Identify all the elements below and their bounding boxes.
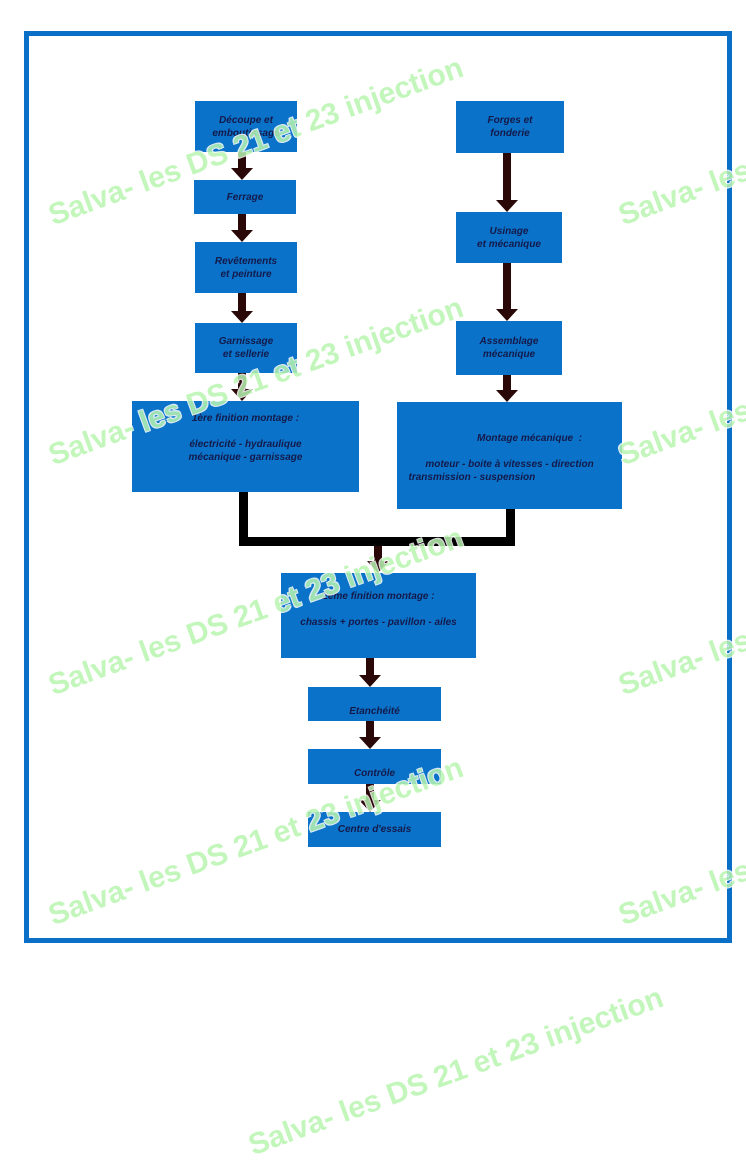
step-revetements: Revêtements et peinture xyxy=(195,242,297,293)
step-forges: Forges et fonderie xyxy=(456,101,564,153)
step-label: Forges et xyxy=(487,115,533,126)
step-label: mécanique - garnissage xyxy=(188,451,303,463)
step-label: Assemblage xyxy=(479,336,539,347)
step-label: Usinage xyxy=(489,225,529,237)
step-label: et sellerie xyxy=(222,349,270,360)
step-decoupe: Découpe et emboutissage xyxy=(195,101,297,152)
diagram-frame xyxy=(24,31,732,943)
step-label: Centre d'essais xyxy=(337,824,412,835)
step-label: Ferrage xyxy=(226,191,264,203)
connector-line xyxy=(239,537,515,546)
step-title: 1ère finition montage : xyxy=(191,412,300,424)
step-label: et peinture xyxy=(220,268,272,280)
watermark: Salva- les DS 21 et 23 injection xyxy=(244,981,668,1163)
step-second-finish: 2ème finition montage : chassis + portes… xyxy=(281,573,476,658)
step-title: 2ème finition montage : xyxy=(322,591,435,602)
step-label: Garnissage xyxy=(218,336,274,347)
step-assemblage: Assemblage mécanique xyxy=(456,321,562,375)
step-usinage: Usinage et mécanique xyxy=(456,212,562,263)
connector-line xyxy=(506,509,515,546)
connector-line xyxy=(239,492,248,546)
step-label: chassis + portes - pavillon - ailes xyxy=(300,617,457,628)
step-label: emboutissage xyxy=(212,127,280,139)
step-etancheite: Etanchéité xyxy=(308,687,441,721)
step-label: Découpe et xyxy=(219,114,273,126)
step-label: Etanchéité xyxy=(349,705,400,717)
step-label: mécanique xyxy=(482,349,536,360)
step-centre-essais: Centre d'essais xyxy=(308,812,441,847)
step-label: transmission - suspension xyxy=(408,471,536,483)
step-label: Contrôle xyxy=(353,768,396,779)
step-ferrage: Ferrage xyxy=(194,180,296,214)
step-garnissage: Garnissage et sellerie xyxy=(195,323,297,373)
step-label: fonderie xyxy=(490,128,530,139)
step-mech-assembly: Montage mécanique : moteur - boite à vit… xyxy=(397,402,622,509)
step-label: électricité - hydraulique xyxy=(189,438,302,450)
step-label: Revêtements xyxy=(214,255,278,267)
step-controle: Contrôle xyxy=(308,749,441,784)
step-label: moteur - boite à vitesses - direction xyxy=(425,458,594,470)
step-title: Montage mécanique : xyxy=(476,432,582,444)
step-first-finish: 1ère finition montage : électricité - hy… xyxy=(132,401,359,492)
step-label: et mécanique xyxy=(477,238,541,250)
